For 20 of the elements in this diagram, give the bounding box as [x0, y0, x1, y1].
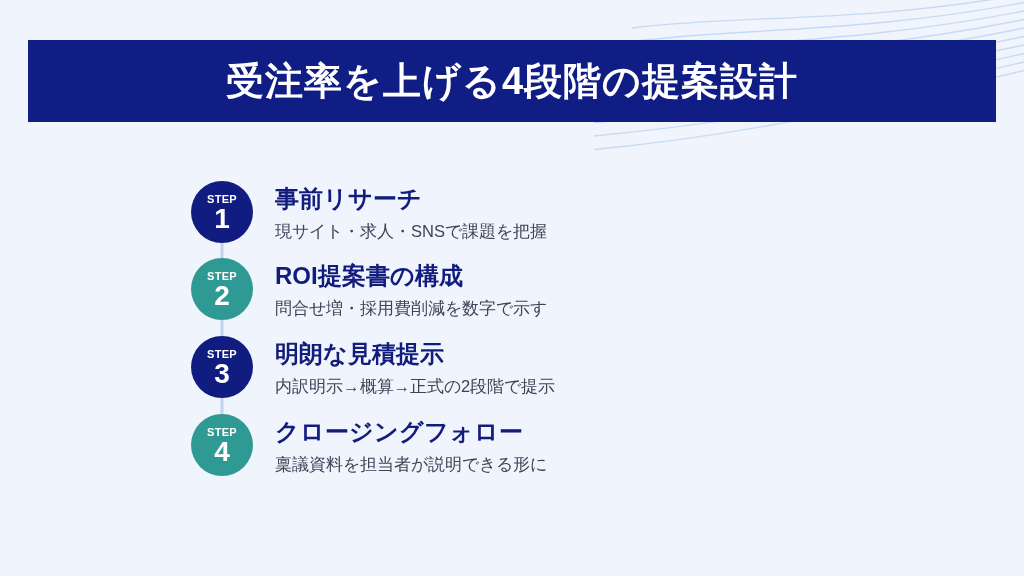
step-number: 4 [214, 438, 230, 466]
step-description: 内訳明示→概算→正式の2段階で提示 [275, 376, 556, 396]
step-description: 問合せ増・採用費削減を数字で示す [275, 298, 547, 318]
connector-line [220, 243, 224, 258]
title-banner: 受注率を上げる4段階の提案設計 [28, 40, 996, 122]
step-title: 明朗な見積提示 [275, 340, 444, 368]
step-label: STEP [207, 194, 237, 205]
step-title: ROI提案書の構成 [275, 262, 463, 290]
step-title: 事前リサーチ [275, 185, 422, 213]
step-title: クロージングフォロー [275, 418, 523, 446]
connector-line [220, 398, 224, 414]
step-number: 2 [214, 282, 230, 310]
step-number: 3 [214, 360, 230, 388]
step-label: STEP [207, 427, 237, 438]
step-label: STEP [207, 349, 237, 360]
step-description: 稟議資料を担当者が説明できる形に [275, 454, 547, 474]
step-label: STEP [207, 271, 237, 282]
step-number: 1 [214, 205, 230, 233]
connector-line [220, 320, 224, 336]
step-description: 現サイト・求人・SNSで課題を把握 [275, 221, 547, 241]
